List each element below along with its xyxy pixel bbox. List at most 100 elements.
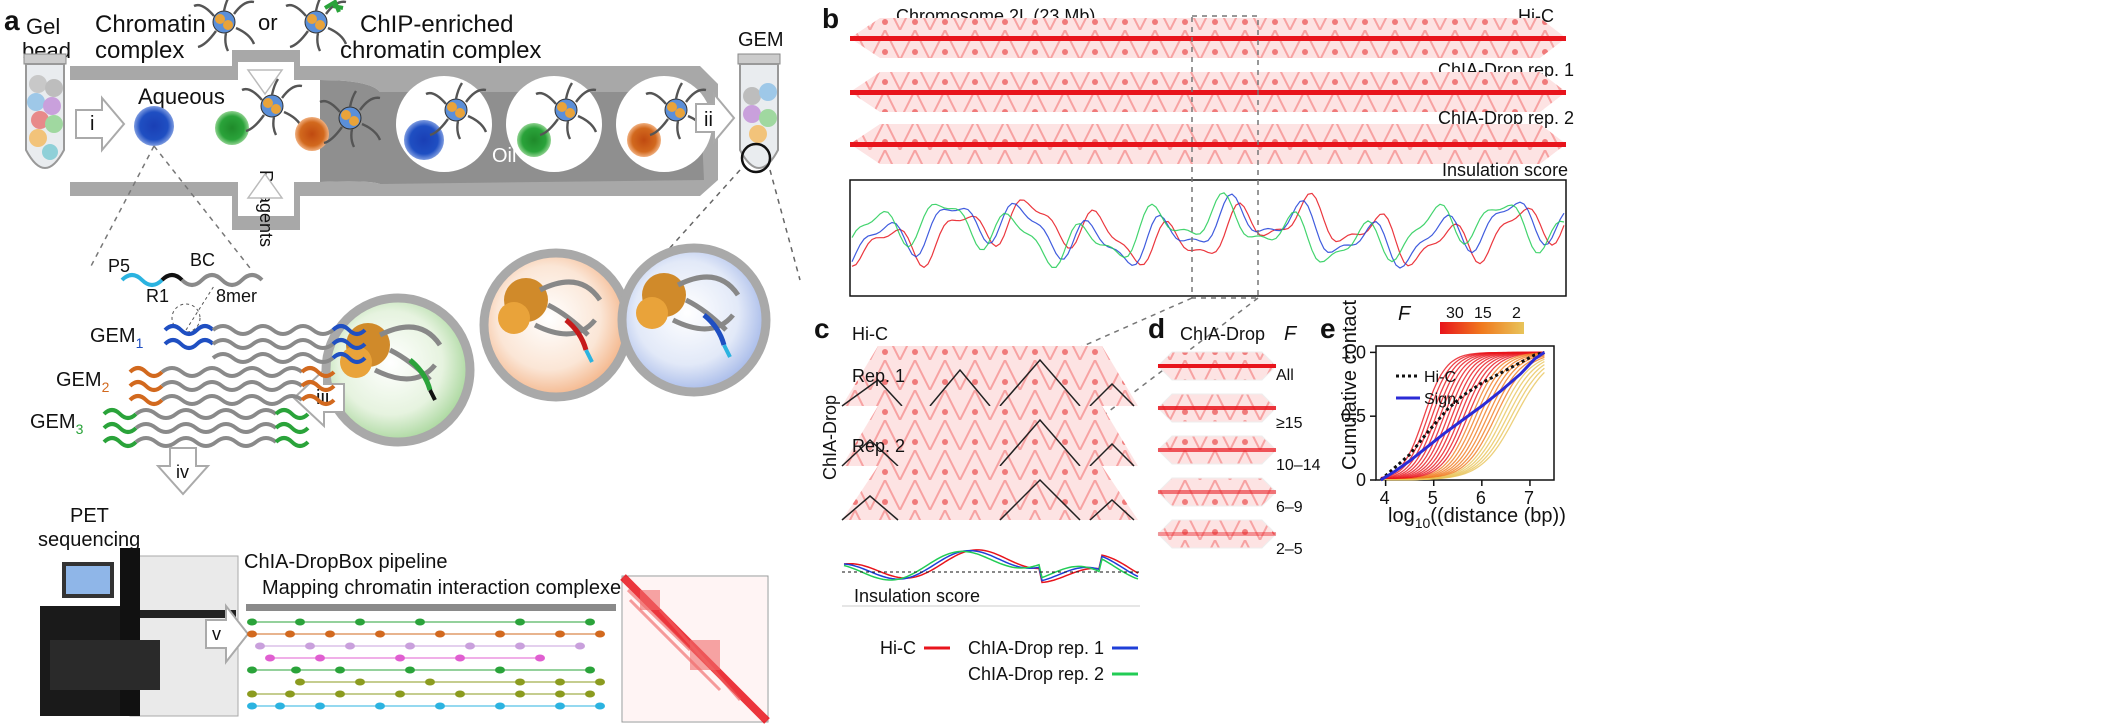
step-v-arrow xyxy=(205,603,250,665)
fragment-dot xyxy=(355,678,365,686)
legend-rep2-label: ChIA-Drop rep. 2 xyxy=(968,664,1104,684)
legend-c: Hi-C ChIA-Drop rep. 1 ChIA-Drop rep. 2 xyxy=(880,638,1138,684)
fragment-dot xyxy=(555,678,565,686)
fragment-dot xyxy=(495,666,505,674)
fragment-dot xyxy=(515,642,525,650)
green-bead xyxy=(215,111,249,145)
fragment-dot xyxy=(335,690,345,698)
step-ii-label: ii xyxy=(704,109,713,131)
fragment-dot xyxy=(555,630,565,638)
chia-drop-side-label: ChIA-Drop xyxy=(820,395,840,480)
insulation-trace xyxy=(851,193,1565,269)
fragment-dot xyxy=(495,702,505,710)
f-bin-label: ≥15 xyxy=(1276,415,1303,432)
x-tick-label: 5 xyxy=(1428,488,1438,508)
r1-label: R1 xyxy=(146,286,169,306)
step-iv-arrow xyxy=(155,447,211,496)
inlet-arrow-top xyxy=(246,69,284,96)
f-bin-label: 2–5 xyxy=(1276,541,1303,558)
insulation-score-label-c: Insulation score xyxy=(854,586,980,606)
fragment-dot xyxy=(595,702,605,710)
fragment-dot xyxy=(247,618,257,626)
legend-rep1-label: ChIA-Drop rep. 1 xyxy=(968,638,1104,658)
track-label-c-rep1: Rep. 1 xyxy=(852,366,905,386)
step-iv-label: iv xyxy=(176,462,189,482)
fragment-dot xyxy=(455,690,465,698)
p5-label: P5 xyxy=(108,256,130,276)
hic-genome-track xyxy=(850,18,1566,58)
blue-bead xyxy=(134,106,174,146)
fragment-dot xyxy=(315,702,325,710)
fragment-dot xyxy=(405,666,415,674)
x-tick-label: 4 xyxy=(1380,488,1390,508)
aqueous-label: Aqueous xyxy=(138,84,225,109)
f-bin-diagonal xyxy=(1158,406,1276,410)
rep2-triangle-track xyxy=(842,466,1138,520)
fragment-dot xyxy=(575,642,585,650)
rep1-genome-track xyxy=(850,72,1566,112)
step-v-label: v xyxy=(212,624,221,644)
fragment-dot xyxy=(585,666,595,674)
fragment-dot xyxy=(515,618,525,626)
fragment-dot xyxy=(295,678,305,686)
y-tick-label: 0 xyxy=(1356,470,1366,490)
fragment-dot xyxy=(415,618,425,626)
fragment-dot xyxy=(465,642,475,650)
named-series xyxy=(1379,350,1546,482)
insulation-traces-b xyxy=(851,192,1565,269)
gem-3-label: GEM3 xyxy=(30,411,84,437)
panel-e-label: e xyxy=(1320,313,1336,344)
panel-d-label: d xyxy=(1148,313,1165,344)
fragment-dot xyxy=(375,702,385,710)
fragment-dot xyxy=(515,678,525,686)
insulation-trace xyxy=(851,192,1565,269)
y-tick-label: 1.0 xyxy=(1341,342,1366,362)
or-label: or xyxy=(258,10,278,35)
panel-d-title: ChIA-Drop xyxy=(1180,324,1265,344)
fragment-dot xyxy=(395,654,405,662)
gem-2-label: GEM2 xyxy=(56,369,110,395)
fragment-dot xyxy=(255,642,265,650)
fragment-dot xyxy=(325,630,335,638)
pipeline-subtitle: Mapping chromatin interaction complexes xyxy=(262,577,631,599)
y-axis-label: Cumulative contact xyxy=(1339,299,1361,470)
fragment-dot xyxy=(555,702,565,710)
legend-sign-e-label: Sign. xyxy=(1424,391,1460,408)
fragment-dot xyxy=(555,690,565,698)
barcode-strand xyxy=(120,273,264,287)
panel-d-f-label: F xyxy=(1284,323,1298,345)
x-tick-label: 6 xyxy=(1476,488,1486,508)
inlet-arrow-bottom xyxy=(246,172,284,199)
panel-e-f-label: F xyxy=(1398,303,1412,325)
colorbar-tick-2: 2 xyxy=(1512,305,1521,322)
f-bin-label: 10–14 xyxy=(1276,457,1321,474)
insulation-box xyxy=(849,179,1567,297)
hic-series xyxy=(1379,350,1545,482)
fragment-dot xyxy=(355,618,365,626)
sequencer-icon xyxy=(40,548,239,717)
droplet-2 xyxy=(506,76,602,172)
fragment-dot xyxy=(455,654,465,662)
fragment-dot xyxy=(375,630,385,638)
fragment-dot xyxy=(585,690,595,698)
fragment-dot xyxy=(335,666,345,674)
f-bin-label: 6–9 xyxy=(1276,499,1303,516)
gem-droplet-green xyxy=(321,293,475,447)
fragment-dot xyxy=(435,630,445,638)
pet-sequencing-label: PET sequencing xyxy=(38,505,140,551)
gem-tube-label: GEM xyxy=(738,29,784,51)
fragment-dot xyxy=(595,630,605,638)
f-bin-diagonal xyxy=(1158,532,1276,536)
fragment-dot xyxy=(295,618,305,626)
fragment-dot xyxy=(315,654,325,662)
x-axis-label: log10((distance (bp)) xyxy=(1388,505,1566,531)
f-bin-track xyxy=(1157,519,1277,549)
step-iii-arrow xyxy=(292,367,345,429)
track-label-c-hic: Hi-C xyxy=(852,324,888,344)
fragment-dot xyxy=(247,690,257,698)
step-i-label: i xyxy=(90,113,94,135)
f-bin-diagonal xyxy=(1158,448,1276,452)
